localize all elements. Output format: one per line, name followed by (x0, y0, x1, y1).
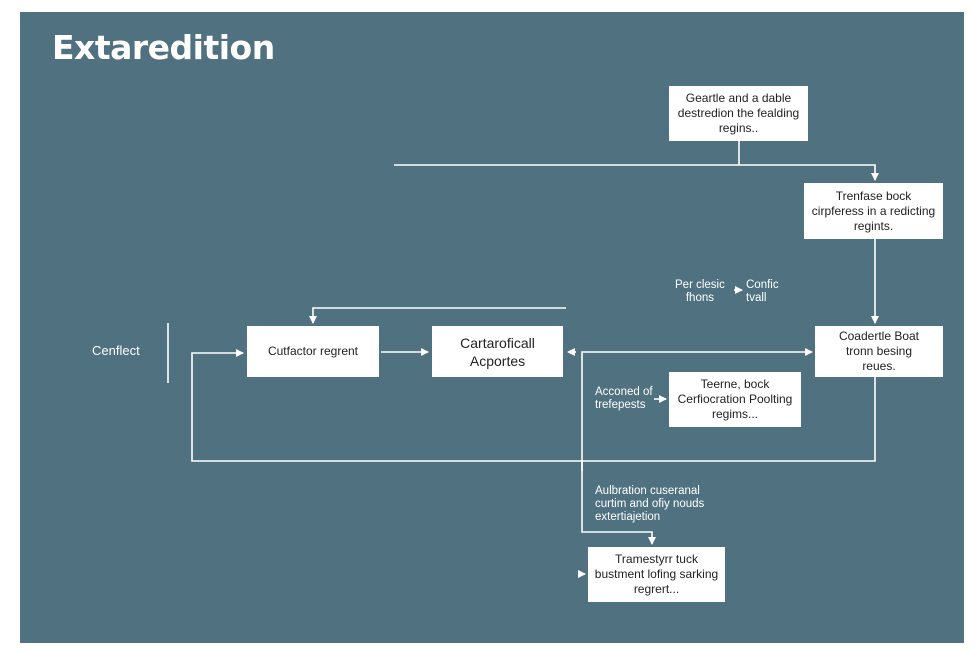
node-bottom-line: bustment lofing sarking (594, 567, 719, 581)
node-middle: Teerne, bock Cerfiocration Poolting regi… (669, 372, 801, 427)
label-per-classic-line: fhons (685, 292, 714, 304)
label-authorization-line: Aulbration cuseranal (595, 485, 700, 497)
node-middle-line: regims... (711, 407, 758, 421)
node-cartarofical-line: Acportes (469, 352, 526, 369)
node-top-line: Geartle and a dable (685, 91, 792, 105)
left-label: Cenflect (92, 344, 140, 357)
branch-to-right-arrow (581, 348, 813, 471)
node-bottom-line: regrert... (633, 582, 680, 596)
label-authorization-line: curtim and ofiy nouds (595, 498, 705, 510)
label-config-line: tvall (746, 292, 767, 304)
node-top-line: destredion the fealding (677, 106, 800, 120)
left-label-text: Cenflect (92, 343, 140, 358)
node-top: Geartle and a dable destredion the feald… (669, 86, 808, 141)
label-authorization-line: extertiajetion (595, 511, 661, 523)
label-per-classic-line: Per clesic (675, 279, 725, 291)
label-config: Confic tvall (746, 279, 779, 305)
node-right-upper-line: cirpferess in a redicting (811, 203, 936, 218)
label-per-classic: Per clesic fhons (675, 279, 725, 305)
node-cutfactor: Cutfactor regrent (247, 326, 379, 377)
page-title: Extaredition (52, 28, 275, 67)
node-cartarofical-line: Cartaroficall (460, 334, 535, 351)
node-right-upper-line: Trenfase bock (835, 188, 912, 203)
node-middle-line: Teerne, bock (700, 377, 770, 391)
node-bottom-line: Tramestyrr tuck (615, 552, 698, 566)
node-right-upper: Trenfase bock cirpferess in a redicting … (804, 183, 943, 239)
node-cartarofical: Cartaroficall Acportes (432, 326, 563, 377)
return-loop-arrow (191, 349, 876, 462)
label-config-line: Confic (746, 279, 779, 291)
label-accord-line: trefepests (595, 399, 646, 411)
label-accord: Acconed of trefepests (595, 386, 653, 412)
node-right-lower-line: Coadertle Boat (838, 329, 920, 343)
label-authorization: Aulbration cuseranal curtim and ofiy nou… (595, 485, 704, 524)
node-cutfactor-line: Cutfactor regrent (267, 344, 359, 358)
bottom-branch-arrow (581, 461, 656, 545)
node-right-lower-line: reues. (862, 359, 896, 373)
node-bottom: Tramestyrr tuck bustment lofing sarking … (588, 547, 725, 602)
node-right-lower: Coadertle Boat tronn besing reues. (815, 326, 943, 377)
upper-feedback-arrow (309, 307, 566, 324)
node-right-upper-line: regints. (853, 218, 894, 233)
node-right-lower-line: tronn besing (845, 344, 913, 358)
label-accord-line: Acconed of (595, 386, 653, 398)
node-top-line: regins.. (718, 121, 759, 135)
top-feed-arrow (394, 164, 879, 181)
node-middle-line: Cerfiocration Poolting (677, 392, 793, 406)
